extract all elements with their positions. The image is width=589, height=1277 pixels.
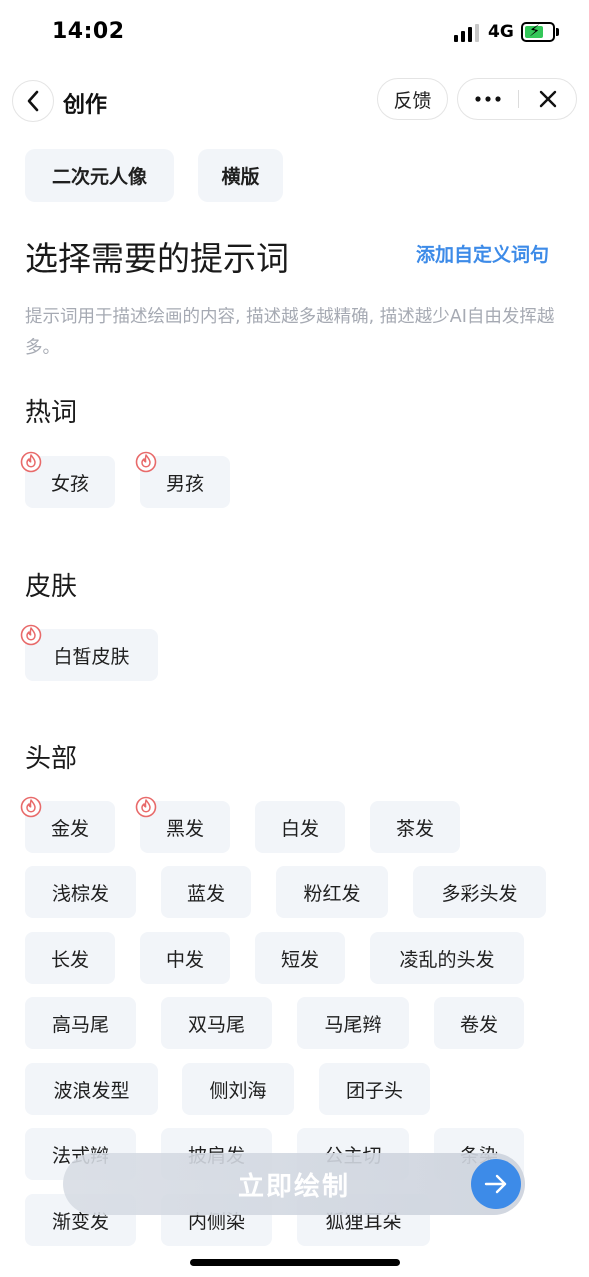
more-dots-icon (475, 96, 501, 102)
prompt-tag[interactable]: 蓝发 (161, 866, 251, 918)
prompt-tag[interactable]: 双马尾 (161, 997, 272, 1049)
prompt-tag[interactable]: 白发 (255, 801, 345, 853)
close-icon (539, 90, 557, 108)
prompt-tag[interactable]: 凌乱的头发 (370, 932, 524, 984)
prompt-tag[interactable]: 短发 (255, 932, 345, 984)
selected-style-chip[interactable]: 二次元人像 (25, 149, 174, 202)
prompt-tag[interactable]: 马尾辫 (297, 997, 409, 1049)
home-indicator (190, 1259, 400, 1266)
battery-cap (556, 28, 559, 36)
prompt-tag[interactable]: 团子头 (319, 1063, 430, 1115)
flame-icon (20, 796, 42, 818)
back-button[interactable] (12, 80, 54, 122)
prompt-section-title: 选择需要的提示词 (25, 239, 289, 278)
flame-icon (135, 796, 157, 818)
draw-now-label: 立即绘制 (237, 1171, 350, 1202)
status-bar: 14:02 4G ⚡ (0, 0, 589, 66)
prompt-tag[interactable]: 浅棕发 (25, 866, 136, 918)
close-button[interactable] (519, 79, 577, 119)
miniapp-capsule (457, 78, 577, 120)
prompt-tag[interactable]: 多彩头发 (413, 866, 546, 918)
flame-icon (135, 451, 157, 473)
flame-icon (20, 451, 42, 473)
signal-icon (454, 24, 479, 42)
prompt-tag[interactable]: 侧刘海 (182, 1063, 294, 1115)
selected-layout-chip[interactable]: 横版 (198, 149, 283, 202)
chevron-left-icon (27, 90, 39, 112)
feedback-button[interactable]: 反馈 (377, 78, 448, 120)
page-title: 创作 (63, 93, 108, 118)
prompt-tag[interactable]: 波浪发型 (25, 1063, 158, 1115)
arrow-right-icon (484, 1174, 507, 1194)
flame-icon (20, 624, 42, 646)
category-title: 热词 (25, 398, 78, 428)
add-custom-prompt-link[interactable]: 添加自定义词句 (416, 244, 550, 266)
status-time: 14:02 (52, 19, 125, 44)
submit-arrow-button[interactable] (471, 1159, 521, 1209)
prompt-tag[interactable]: 中发 (140, 932, 230, 984)
capsule-divider (518, 90, 519, 108)
prompt-tag[interactable]: 卷发 (434, 997, 524, 1049)
prompt-description: 提示词用于描述绘画的内容, 描述越多越精确, 描述越少AI自由发挥越多。 (25, 307, 555, 358)
nav-bar: 创作 反馈 (0, 72, 589, 128)
prompt-tag[interactable]: 白皙皮肤 (25, 629, 158, 681)
prompt-tag[interactable]: 高马尾 (25, 997, 136, 1049)
prompt-tag[interactable]: 茶发 (370, 801, 460, 853)
battery-icon: ⚡ (521, 21, 555, 42)
category-title: 头部 (25, 744, 78, 774)
more-button[interactable] (458, 79, 518, 119)
prompt-tag[interactable]: 长发 (25, 932, 115, 984)
network-type: 4G (488, 22, 514, 42)
scroll-content[interactable]: 风格 版型 二次元人像 横版 选择需要的提示词 添加自定义词句 提示词用于描述绘… (0, 140, 589, 1277)
draw-now-button[interactable]: 立即绘制 (63, 1153, 525, 1215)
category-title: 皮肤 (25, 572, 78, 602)
prompt-tag[interactable]: 粉红发 (276, 866, 388, 918)
